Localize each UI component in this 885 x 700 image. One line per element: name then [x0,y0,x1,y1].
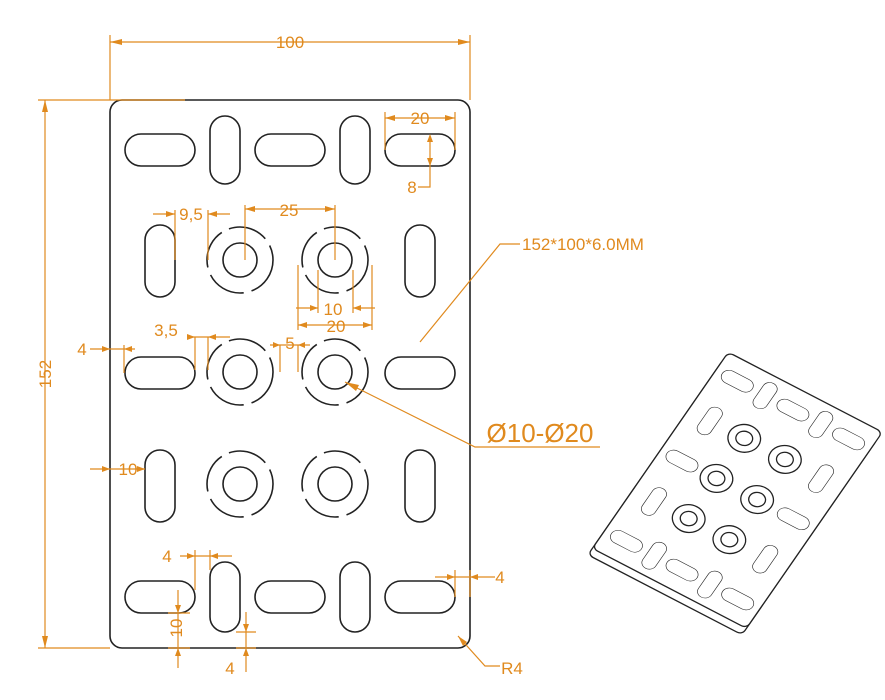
dim-hole-pitch: 25 [280,201,299,220]
dim-vertical-slot-edge: 10 [119,460,138,479]
plate-front-view [109,99,471,649]
dim-slot-hole-offset: 9,5 [179,205,203,224]
dim-bottom-edge-margin: 4 [225,659,234,678]
plate-outline [109,99,471,649]
plate-spec-label: 152*100*6.0MM [522,235,644,254]
dim-corner-radius: R4 [501,659,523,678]
dimensions: 100 152 20 8 9,5 25 10 20 3,5 4 5 Ø10-Ø2… [36,33,644,678]
plate-isometric-view [588,352,882,635]
dim-slot-width: 8 [407,178,416,197]
dim-bottom-slot-height: 10 [167,619,186,638]
countersunk-holes [206,226,369,518]
slot-holes [124,115,456,633]
dim-slot-length: 20 [411,109,430,128]
dim-hole-gap: 5 [285,334,294,353]
dim-edge-margin-left: 4 [77,340,86,359]
dim-right-edge-margin: 4 [495,568,504,587]
dim-overall-width: 100 [276,33,304,52]
dim-outer-diameter: 20 [327,317,346,336]
hole-spec-label: Ø10-Ø20 [487,418,594,448]
dim-overall-height: 152 [36,360,55,388]
dim-slot-gap: 3,5 [154,321,178,340]
dim-inner-diameter: 10 [324,300,343,319]
dim-bottom-slot-gap: 4 [162,547,171,566]
